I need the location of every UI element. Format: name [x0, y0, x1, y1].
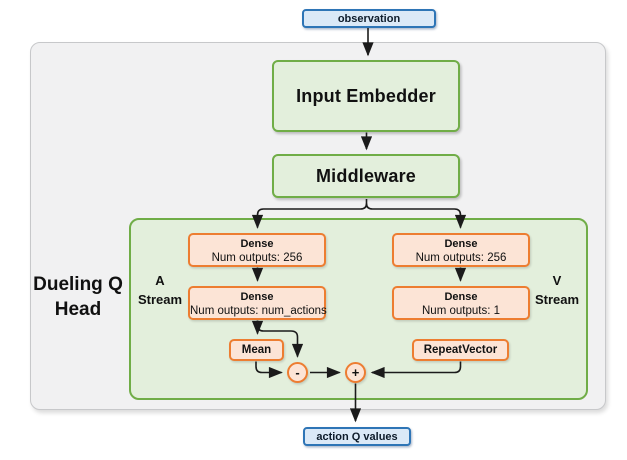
subtract-operator-node: - — [287, 362, 308, 383]
a-stream-dense-256-title: Dense — [240, 238, 274, 250]
v-stream-dense-256-title: Dense — [444, 238, 478, 250]
v-stream-dense-1-subtitle: Num outputs: 1 — [422, 305, 500, 317]
middleware-node: Middleware — [272, 154, 460, 198]
a-stream-label-line2: Stream — [137, 292, 183, 307]
a-stream-label: A Stream — [131, 271, 189, 309]
v-stream-label: V Stream — [528, 271, 586, 309]
v-stream-dense-1-title: Dense — [444, 291, 478, 303]
add-operator-node: + — [345, 362, 366, 383]
a-stream-label-line1: A — [155, 273, 165, 288]
dueling-q-head-title-line1: Dueling Q — [33, 274, 123, 295]
observation-node: observation — [302, 9, 436, 28]
a-stream-dense-num-actions-subtitle: Num outputs: num_actions — [190, 305, 327, 317]
a-stream-dense-256-subtitle: Num outputs: 256 — [211, 252, 303, 264]
v-stream-dense-1-node: Dense Num outputs: 1 — [392, 286, 530, 320]
mean-node: Mean — [229, 339, 284, 361]
repeat-vector-node: RepeatVector — [412, 339, 509, 361]
v-stream-label-line2: Stream — [534, 292, 580, 307]
a-stream-dense-num-actions-title: Dense — [240, 291, 274, 303]
dueling-q-head-title: Dueling Q Head — [26, 272, 130, 322]
a-stream-dense-num-actions-node: Dense Num outputs: num_actions — [188, 286, 327, 320]
v-stream-label-line1: V — [552, 273, 562, 288]
v-stream-dense-256-subtitle: Num outputs: 256 — [415, 252, 507, 264]
v-stream-dense-256-node: Dense Num outputs: 256 — [392, 233, 530, 267]
a-stream-dense-256-node: Dense Num outputs: 256 — [188, 233, 326, 267]
dueling-q-head-title-line2: Head — [54, 299, 102, 320]
input-embedder-node: Input Embedder — [272, 60, 460, 132]
action-q-values-node: action Q values — [303, 427, 411, 446]
